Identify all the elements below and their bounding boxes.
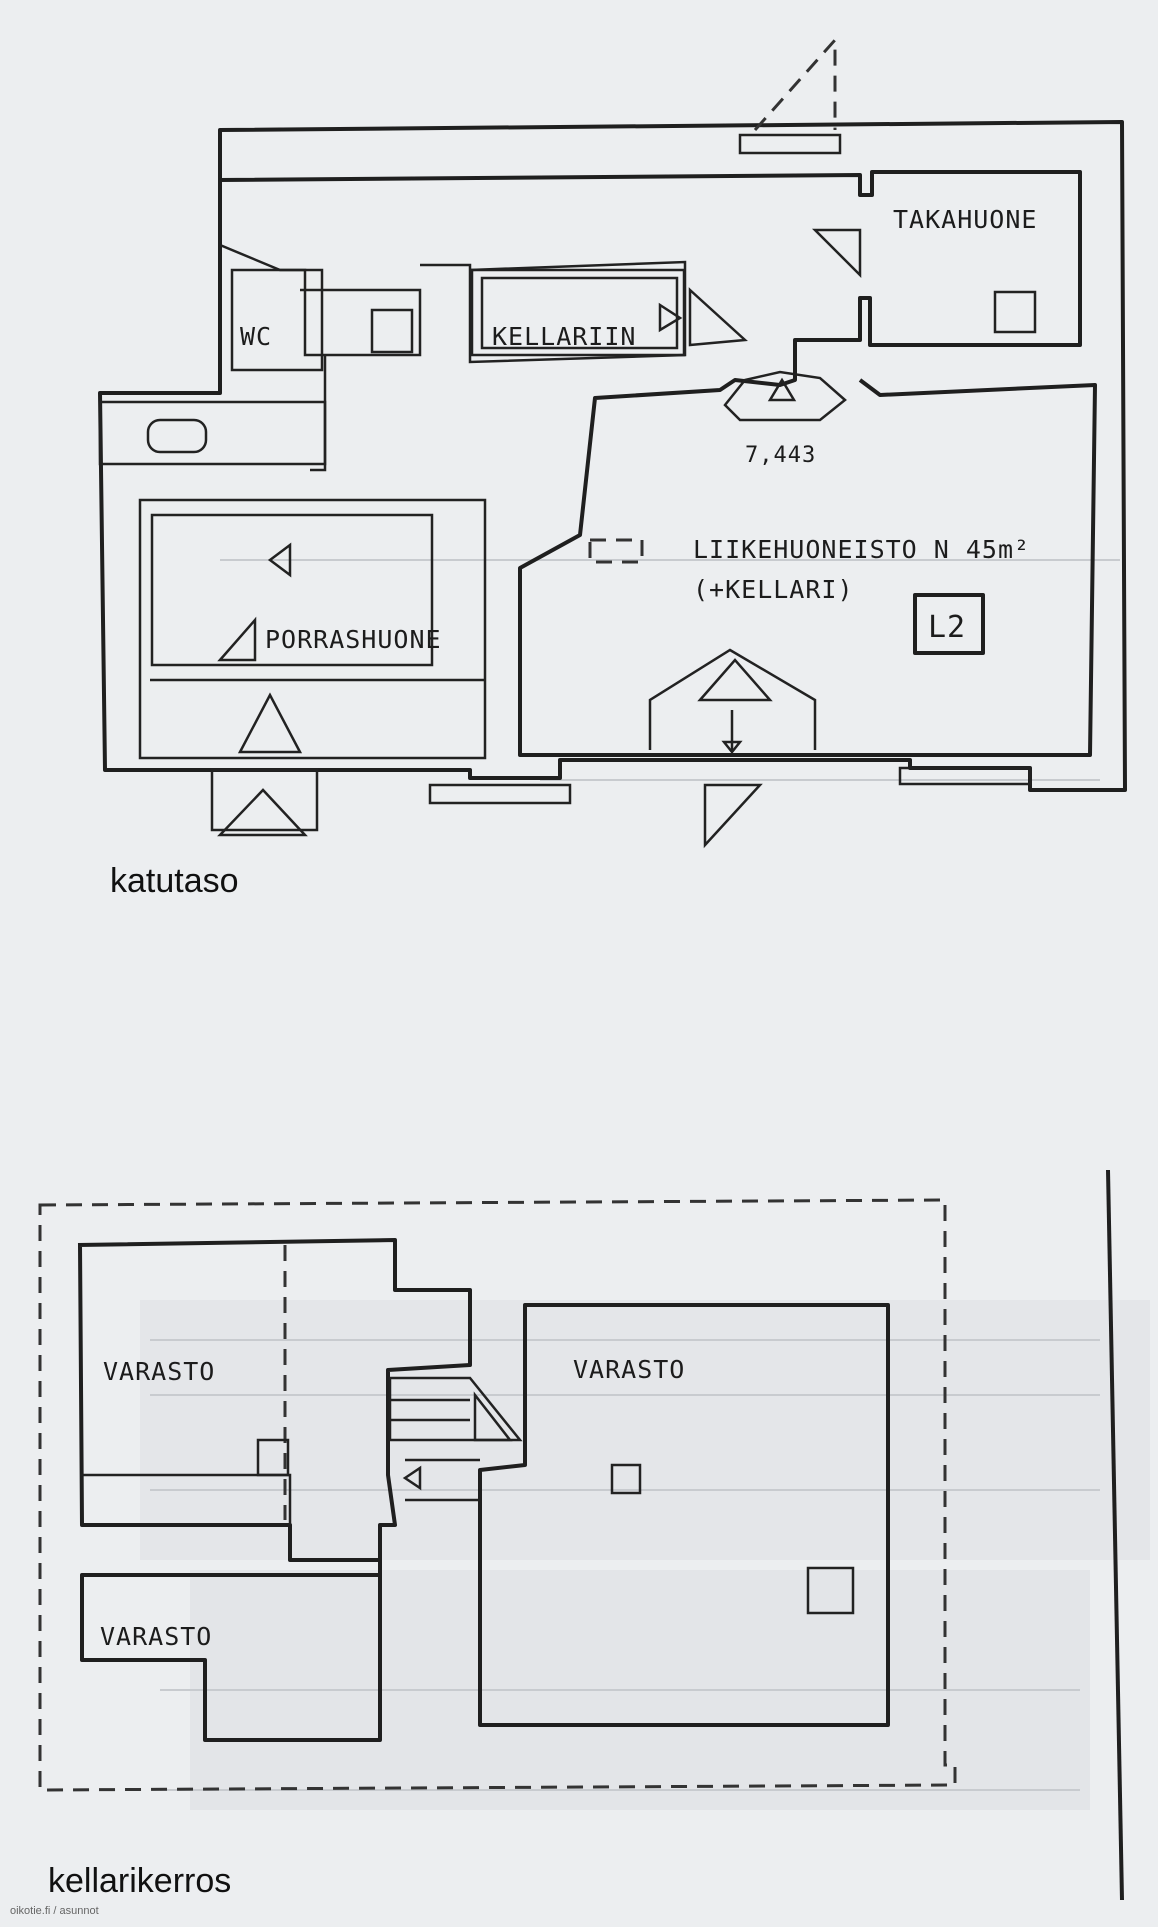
room-label-liikehuoneisto: LIIKEHUONEISTO N 45m²	[693, 535, 1030, 564]
room-label-takahuone: TAKAHUONE	[893, 205, 1037, 234]
room-label-porrashuone: PORRASHUONE	[265, 625, 442, 654]
lower-window	[428, 783, 572, 805]
stair-arrow-icon	[658, 302, 683, 333]
watermark: oikotie.fi / asunnot	[10, 1905, 99, 1917]
dashed-box	[588, 538, 644, 564]
basement-right-walls	[478, 1303, 890, 1727]
unit-label: L2	[928, 610, 966, 645]
basement-right-boundary	[1106, 1169, 1124, 1901]
storage-fixture-1-icon	[256, 1438, 290, 1477]
storage-fixture-2-icon	[610, 1463, 642, 1495]
room-label-varasto-3: VARASTO	[100, 1622, 212, 1651]
kellariin-stair-inner	[480, 276, 679, 350]
room-label-varasto-2: VARASTO	[573, 1355, 685, 1384]
room-label-kellariin: KELLARIIN	[492, 322, 636, 351]
stairwell-triangle-icon	[237, 692, 303, 754]
room-label-varasto-1: VARASTO	[103, 1357, 215, 1386]
stairwell-inner	[150, 513, 434, 667]
wc-room-outline	[230, 268, 324, 372]
right-window	[898, 766, 1032, 786]
ground-floor-plan	[98, 36, 1127, 849]
entrance-door-swing-icon	[703, 783, 763, 849]
ground-floor-outer-wall	[98, 120, 1127, 792]
down-arrow-icon	[721, 740, 743, 755]
central-doorway	[723, 370, 847, 422]
stair-arrow-left-icon	[267, 542, 292, 578]
room-label-kellari: (+KELLARI)	[693, 575, 854, 604]
caption-basement: kellarikerros	[48, 1862, 232, 1900]
toilet-icon	[146, 418, 208, 454]
takahuone-fixture-icon	[993, 290, 1037, 334]
top-entrance-dashed	[753, 36, 837, 131]
lower-entrance-box	[210, 768, 319, 832]
basement-stair-run	[405, 1458, 480, 1502]
ground-floor-inner-wall	[219, 170, 1097, 757]
level-label: 7,443	[745, 443, 816, 468]
wc-fixture-icon	[370, 308, 414, 354]
entrance-triangle-icon	[697, 658, 773, 702]
basement-stair-arrow-icon	[402, 1465, 422, 1491]
kellariin-stair-box	[470, 268, 686, 357]
basement-plan	[38, 1169, 1124, 1901]
room-label-wc: WC	[240, 322, 272, 351]
lower-entrance-icon	[217, 788, 308, 837]
stairwell-small-triangle-icon	[217, 616, 257, 662]
unit-badge-box	[913, 593, 985, 655]
bath-area-outline	[98, 400, 327, 466]
caption-ground-floor: katutaso	[110, 862, 239, 900]
stair-triangle-icon	[688, 287, 748, 347]
storage-fixture-3-icon	[806, 1566, 855, 1615]
basement-left-walls	[77, 1238, 472, 1742]
porrashuone-outline	[138, 498, 487, 760]
basement-left-partition	[80, 1473, 292, 1525]
corridor-wall	[219, 243, 687, 472]
up-arrow-icon	[767, 377, 797, 402]
basement-stair-triangle-icon	[473, 1391, 513, 1442]
door-swing-icon	[811, 228, 862, 279]
top-window	[738, 133, 842, 155]
main-entrance-porch	[648, 648, 817, 750]
